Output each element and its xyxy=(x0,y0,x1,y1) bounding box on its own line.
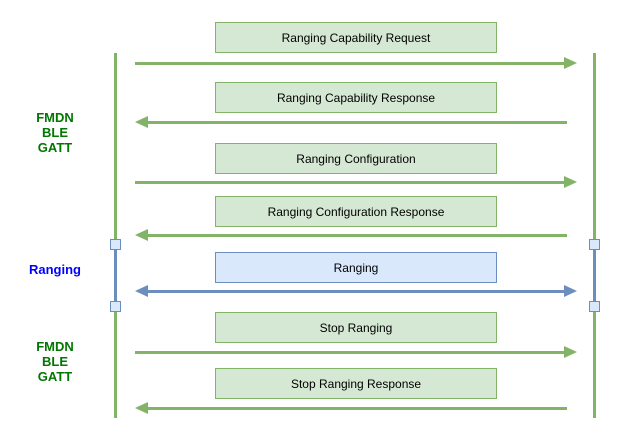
side-label-line: GATT xyxy=(37,140,73,155)
side-label-line: FMDN xyxy=(36,339,74,354)
arrow-shaft xyxy=(148,289,564,293)
lifeline-left xyxy=(114,53,117,418)
message-box: Stop Ranging Response xyxy=(215,368,497,399)
arrowhead-left-icon xyxy=(135,116,148,128)
activation-marker xyxy=(110,301,121,312)
message-label: Stop Ranging Response xyxy=(290,376,422,391)
message-arrow xyxy=(135,285,577,297)
message-box: Ranging Configuration xyxy=(215,143,497,174)
message-label: Ranging Configuration Response xyxy=(267,204,445,219)
activation-marker xyxy=(589,301,600,312)
arrowhead-right-icon xyxy=(564,285,577,297)
arrow-shaft xyxy=(148,120,567,124)
lifeline-right xyxy=(593,53,596,418)
side-label-line: GATT xyxy=(37,369,73,384)
arrow-shaft xyxy=(135,61,564,65)
lifeline-left-ranging-segment xyxy=(114,244,117,307)
message-label: Ranging Capability Request xyxy=(281,30,431,45)
side-label-fmdn-ble-gatt-top: FMDN BLE GATT xyxy=(10,110,100,155)
side-label-line: BLE xyxy=(42,125,68,140)
lifeline-right-ranging-segment xyxy=(593,244,596,307)
arrowhead-left-icon xyxy=(135,229,148,241)
message-label: Ranging xyxy=(333,260,379,275)
message-label: Ranging Configuration xyxy=(296,151,416,166)
arrow-shaft xyxy=(135,180,564,184)
message-arrow xyxy=(135,402,577,414)
arrowhead-right-icon xyxy=(564,57,577,69)
message-label: Ranging Capability Response xyxy=(276,90,436,105)
message-box: Stop Ranging xyxy=(215,312,497,343)
side-label-line: BLE xyxy=(42,354,68,369)
message-box: Ranging Capability Request xyxy=(215,22,497,53)
arrow-shaft xyxy=(148,406,567,410)
arrowhead-right-icon xyxy=(564,176,577,188)
side-label-ranging: Ranging xyxy=(10,262,100,277)
message-box: Ranging xyxy=(215,252,497,283)
message-box: Ranging Capability Response xyxy=(215,82,497,113)
side-label-line: Ranging xyxy=(29,262,81,277)
arrow-shaft xyxy=(148,233,567,237)
message-label: Stop Ranging xyxy=(319,320,393,335)
activation-marker xyxy=(589,239,600,250)
arrowhead-left-icon xyxy=(135,402,148,414)
message-arrow xyxy=(135,176,577,188)
arrowhead-right-icon xyxy=(564,346,577,358)
arrowhead-left-icon xyxy=(135,285,148,297)
message-arrow xyxy=(135,116,577,128)
activation-marker xyxy=(110,239,121,250)
message-arrow xyxy=(135,57,577,69)
message-arrow xyxy=(135,346,577,358)
side-label-line: FMDN xyxy=(36,110,74,125)
side-label-fmdn-ble-gatt-bottom: FMDN BLE GATT xyxy=(10,339,100,384)
message-arrow xyxy=(135,229,577,241)
message-box: Ranging Configuration Response xyxy=(215,196,497,227)
arrow-shaft xyxy=(135,350,564,354)
